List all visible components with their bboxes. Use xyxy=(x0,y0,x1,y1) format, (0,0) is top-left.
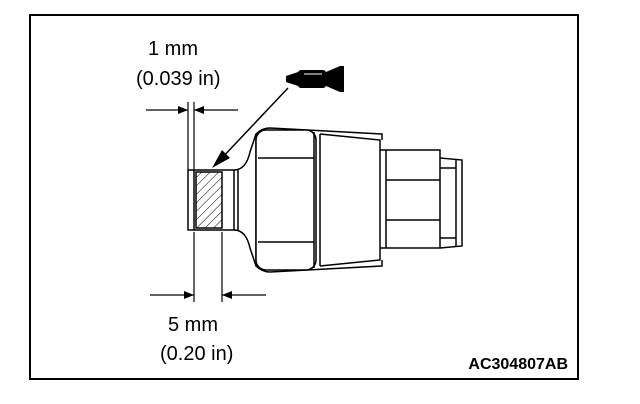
dimension-bottom-imperial: (0.20 in) xyxy=(160,343,234,365)
figure-code: AC304807AB xyxy=(468,356,568,373)
dimension-top xyxy=(146,102,238,170)
dimension-bottom-metric: 5 mm xyxy=(168,314,218,336)
dimension-bottom xyxy=(150,232,266,302)
sealant-tube-icon xyxy=(286,66,344,92)
dimension-top-metric: 1 mm xyxy=(148,38,198,60)
sealant-area xyxy=(195,171,223,229)
sensor-body xyxy=(187,127,463,273)
dimension-top-imperial: (0.039 in) xyxy=(136,68,221,90)
leader-arrow xyxy=(212,87,289,168)
